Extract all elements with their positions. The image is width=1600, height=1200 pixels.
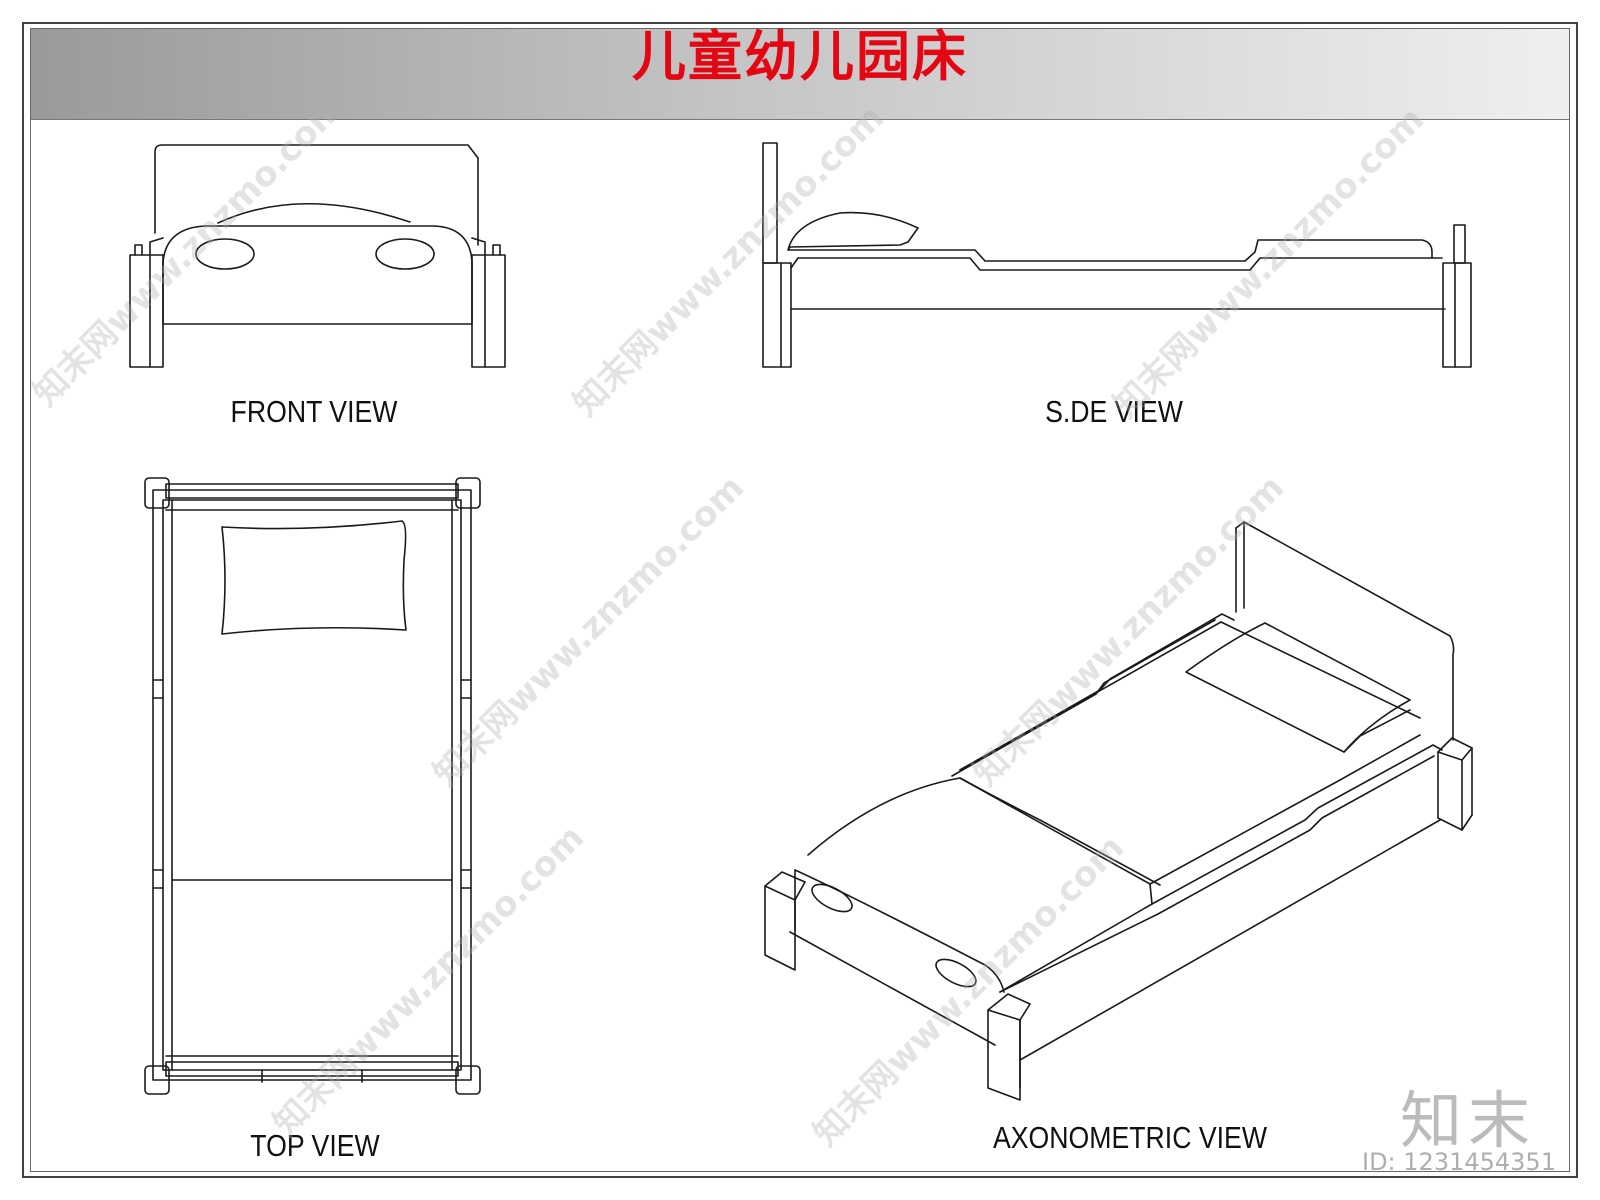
title-band: [31, 29, 1569, 120]
top-view-label: TOP VIEW: [250, 1128, 380, 1163]
brand-logo: 知末: [1400, 1084, 1537, 1157]
front-view-label: FRONT VIEW: [230, 394, 398, 429]
side-view-drawing: [762, 142, 1472, 368]
axonometric-view-drawing: [764, 521, 1473, 1101]
front-view-drawing: [129, 144, 506, 368]
page-title: 儿童幼儿园床: [632, 25, 968, 88]
image-id-label: ID: 1231454351: [1362, 1148, 1556, 1176]
outer-frame: [22, 22, 1578, 1178]
side-view-label: S.DE VIEW: [1045, 394, 1183, 429]
axonometric-view-label: AXONOMETRIC VIEW: [992, 1120, 1268, 1155]
top-view-drawing: [144, 477, 481, 1095]
inner-frame: [30, 28, 1570, 1172]
